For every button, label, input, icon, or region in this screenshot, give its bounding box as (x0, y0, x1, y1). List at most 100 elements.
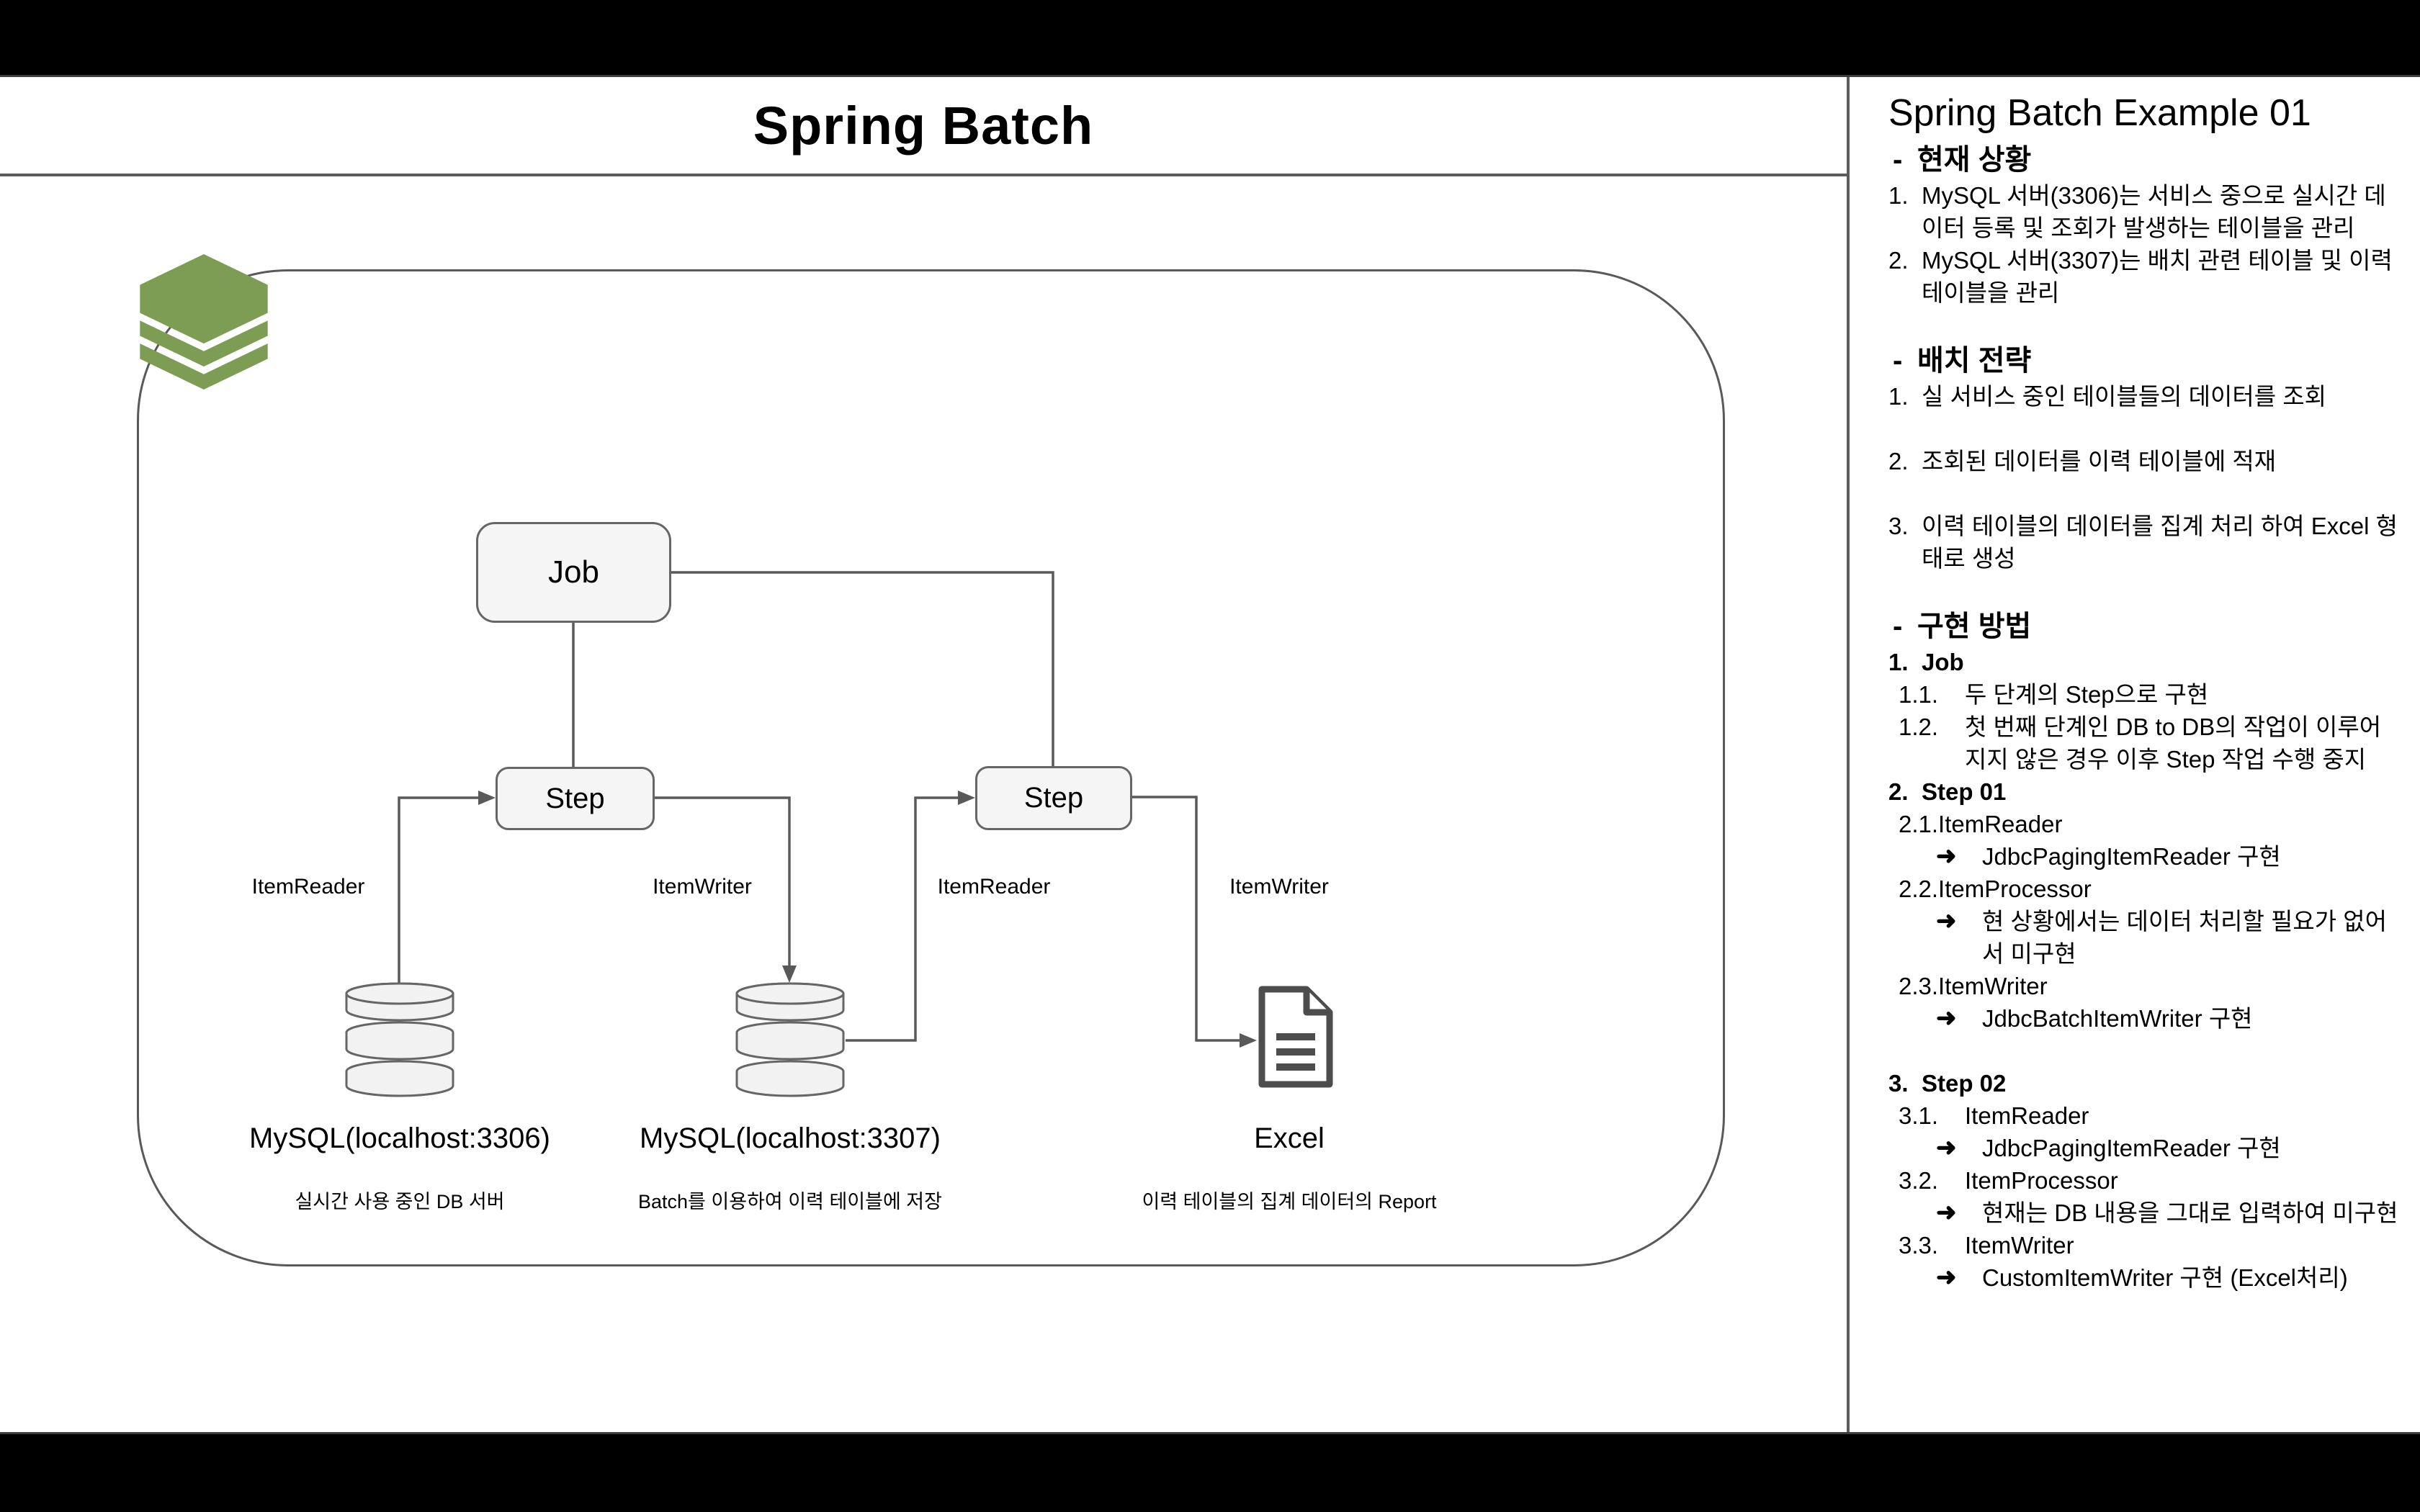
panel-item-text: ItemProcessor (1938, 876, 2092, 902)
panel-item-text: 구현 방법 (1917, 611, 2032, 642)
list-marker: 2. (1888, 778, 1909, 805)
list-marker: 1.1. (1899, 681, 1939, 708)
step2-node: Step (975, 766, 1132, 830)
list-marker: 2.1. (1899, 811, 1939, 837)
list-marker: - (1893, 345, 1903, 377)
list-marker: 1. (1888, 182, 1909, 209)
mysql3306-title: MySQL(localhost:3306) (249, 1122, 550, 1154)
panel-item-text: 현재 상황 (1917, 144, 2032, 176)
panel-list-item: 1. MySQL 서버(3306)는 서비스 중으로 실시간 데이터 등록 및 조… (1888, 179, 2401, 244)
panel-item-text: ItemWriter (1965, 1232, 2074, 1259)
panel-list-item: 3.1. ItemReader (1888, 1099, 2401, 1132)
list-marker: - (1893, 611, 1903, 642)
panel-list-item: -현재 상황 (1888, 140, 2401, 179)
notes-panel-title: Spring Batch Example 01 (1888, 92, 2311, 134)
list-marker: 1.2. (1899, 714, 1939, 740)
mysql3307-title: MySQL(localhost:3307) (640, 1122, 941, 1154)
panel-list-item: 1. 실 서비스 중인 테이블들의 데이터를 조회 (1888, 380, 2401, 413)
panel-item-text: Step 02 (1922, 1070, 2007, 1097)
list-marker: 2. (1888, 448, 1909, 474)
mysql3307-caption: Batch를 이용하여 이력 테이블에 저장 (638, 1191, 942, 1212)
panel-list-item: 2.1.ItemReader (1888, 808, 2401, 840)
step1-node: Step (496, 767, 655, 830)
arrow-bullet-icon: ➜ (1936, 907, 1957, 935)
panel-item-text: 조회된 데이터를 이력 테이블에 적재 (1922, 448, 2277, 474)
header: Spring Batch (0, 77, 1847, 176)
list-marker: 3. (1888, 513, 1909, 539)
panel-item-text: 실 서비스 중인 테이블들의 데이터를 조회 (1922, 383, 2326, 410)
diagram-boundary (137, 269, 1725, 1266)
slide: Spring Batch (0, 75, 2420, 1434)
panel-item-text: ItemReader (1938, 811, 2063, 837)
panel-arrow-item: ➜ JdbcBatchItemWriter 구현 (1888, 1002, 2401, 1035)
panel-item-text: Step 01 (1922, 778, 2007, 805)
panel-item-text: ItemWriter (1938, 973, 2048, 999)
step2-node-label: Step (1023, 782, 1084, 814)
excel-title: Excel (1254, 1122, 1325, 1154)
edge-label-itemreader-1: ItemReader (251, 875, 365, 899)
panel-arrow-item: ➜ 현재는 DB 내용을 그대로 입력하여 미구현 (1888, 1197, 2401, 1229)
panel-list-item: -구현 방법 (1888, 607, 2401, 646)
arrow-bullet-icon: ➜ (1936, 1199, 1957, 1226)
panel-list-item: 2. Step 01 (1888, 775, 2401, 808)
edge-label-itemreader-2: ItemReader (937, 875, 1051, 899)
panel-item-text: Job (1922, 649, 1964, 675)
spring-batch-logo-icon (140, 254, 268, 390)
panel-item-text: JdbcPagingItemReader 구현 (1982, 843, 2281, 870)
list-marker: 3.3. (1899, 1232, 1939, 1259)
diagram-region: Spring Batch (0, 77, 1850, 1432)
arrow-bullet-icon: ➜ (1936, 1134, 1957, 1161)
panel-item-text: 이력 테이블의 데이터를 집계 처리 하여 Excel 형태로 생성 (1922, 513, 2398, 572)
panel-list-item: 1. Job (1888, 646, 2401, 678)
excel-document-icon (1258, 986, 1333, 1088)
job-node-label: Job (548, 554, 599, 590)
list-marker: 1. (1888, 649, 1909, 675)
arrow-bullet-icon: ➜ (1936, 842, 1957, 870)
list-marker: 3. (1888, 1070, 1909, 1097)
panel-item-text: 두 단계의 Step으로 구현 (1965, 681, 2209, 708)
page-title: Spring Batch (753, 95, 1094, 156)
panel-list-item: 3. Step 02 (1888, 1067, 2401, 1099)
mysql3306-caption: 실시간 사용 중인 DB 서버 (295, 1191, 505, 1212)
list-marker: 2.2. (1899, 876, 1939, 902)
database-icon-mysql3307 (735, 982, 845, 1097)
panel-list-item: 3. 이력 테이블의 데이터를 집계 처리 하여 Excel 형태로 생성 (1888, 510, 2401, 575)
panel-item-text: JdbcBatchItemWriter 구현 (1982, 1005, 2253, 1032)
arrow-bullet-icon: ➜ (1936, 1004, 1957, 1032)
panel-item-text: 현재는 DB 내용을 그대로 입력하여 미구현 (1982, 1200, 2398, 1226)
list-marker: - (1893, 144, 1903, 176)
list-marker: 2. (1888, 247, 1909, 274)
panel-list-item: 2.2.ItemProcessor (1888, 873, 2401, 905)
panel-list-item: -배치 전략 (1888, 341, 2401, 380)
list-marker: 2.3. (1899, 973, 1939, 999)
panel-item-text: ItemProcessor (1965, 1167, 2118, 1194)
panel-arrow-item: ➜ 현 상황에서는 데이터 처리할 필요가 없어서 미구현 (1888, 905, 2401, 970)
list-marker: 3.1. (1899, 1102, 1939, 1129)
panel-arrow-item: ➜ JdbcPagingItemReader 구현 (1888, 1132, 2401, 1164)
panel-item-text: JdbcPagingItemReader 구현 (1982, 1135, 2281, 1161)
panel-item-text: CustomItemWriter 구현 (Excel처리) (1982, 1264, 2348, 1291)
job-node: Job (476, 522, 671, 623)
panel-item-text: ItemReader (1965, 1102, 2089, 1129)
panel-list-item: 1.2. 첫 번째 단계인 DB to DB의 작업이 이루어지지 않은 경우 이… (1888, 711, 2401, 775)
panel-list-item: 1.1. 두 단계의 Step으로 구현 (1888, 678, 2401, 711)
panel-arrow-item: ➜ JdbcPagingItemReader 구현 (1888, 840, 2401, 873)
panel-item-text: 현 상황에서는 데이터 처리할 필요가 없어서 미구현 (1982, 908, 2387, 967)
panel-list-item: 3.2.ItemProcessor (1888, 1164, 2401, 1197)
excel-caption: 이력 테이블의 집계 데이터의 Report (1142, 1191, 1437, 1212)
panel-item-text: 첫 번째 단계인 DB to DB의 작업이 이루어지지 않은 경우 이후 St… (1965, 714, 2382, 773)
panel-list-item: 3.3. ItemWriter (1888, 1229, 2401, 1261)
arrow-bullet-icon: ➜ (1936, 1264, 1957, 1291)
panel-item-text: MySQL 서버(3306)는 서비스 중으로 실시간 데이터 등록 및 조회가… (1922, 182, 2386, 241)
list-marker: 1. (1888, 383, 1909, 410)
panel-list-item: 2.3.ItemWriter (1888, 970, 2401, 1002)
panel-list-item: 2. 조회된 데이터를 이력 테이블에 적재 (1888, 445, 2401, 477)
edge-label-itemwriter-2: ItemWriter (1229, 875, 1329, 899)
step1-node-label: Step (545, 782, 605, 814)
panel-item-text: 배치 전략 (1917, 345, 2032, 377)
database-icon-mysql3306 (345, 982, 454, 1097)
panel-arrow-item: ➜ CustomItemWriter 구현 (Excel처리) (1888, 1261, 2401, 1294)
edge-label-itemwriter-1: ItemWriter (653, 875, 752, 899)
